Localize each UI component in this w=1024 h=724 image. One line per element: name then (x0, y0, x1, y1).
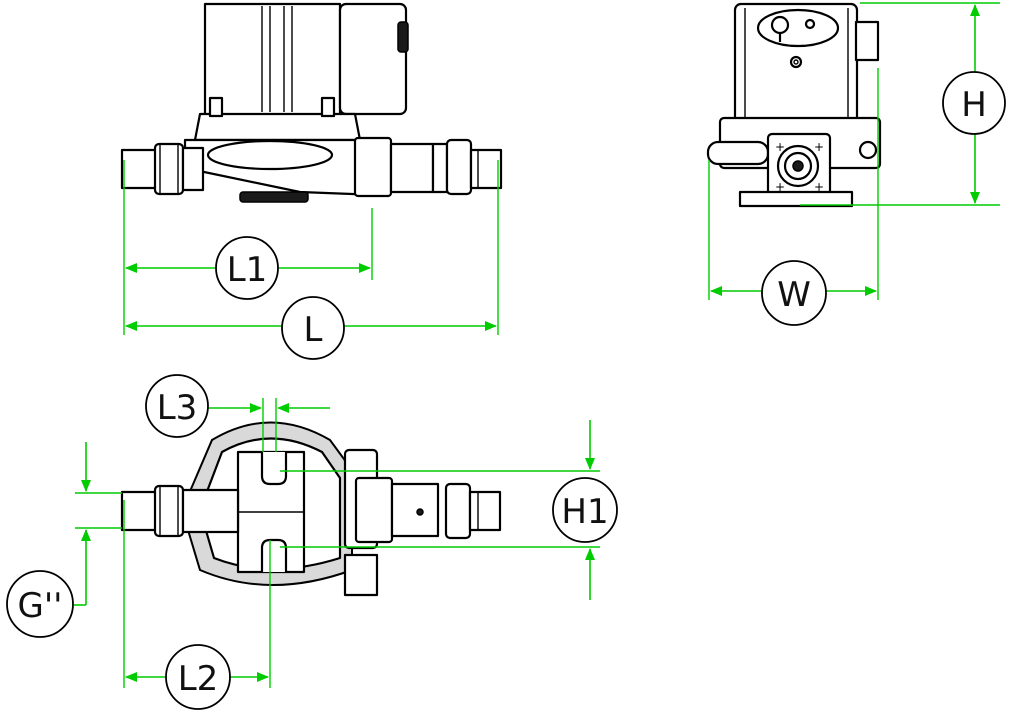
svg-text:H1: H1 (561, 492, 608, 532)
motor-flange (193, 112, 362, 142)
side-dimensions (708, 2, 1000, 300)
outlet-nut (445, 138, 473, 196)
top-valve-body (354, 476, 394, 544)
dim-label-h: H (942, 71, 1006, 135)
svg-text:L2: L2 (178, 659, 219, 699)
svg-text:W: W (777, 275, 811, 315)
svg-text:+: + (814, 180, 824, 194)
valve-body (353, 136, 393, 198)
valve-union (389, 142, 435, 194)
top-dimensions (74, 398, 600, 688)
svg-text:G'': G'' (17, 586, 62, 626)
top-view (120, 421, 502, 597)
svg-text:+: + (775, 140, 785, 154)
pump-foot (239, 191, 309, 203)
dim-label-l1: L1 (215, 236, 279, 300)
side-base (738, 190, 854, 208)
terminal-box (338, 2, 408, 116)
svg-text:L3: L3 (157, 388, 198, 428)
top-outlet-nut (444, 482, 472, 540)
svg-text:L1: L1 (227, 250, 268, 290)
top-inlet-nut (153, 484, 185, 538)
dim-label-g: G'' (6, 570, 74, 638)
outlet-pipe (469, 148, 503, 190)
front-dimensions (123, 160, 499, 335)
motor-housing (203, 2, 342, 118)
top-outlet-pipe (468, 490, 502, 532)
dim-label-l2: L2 (165, 644, 231, 710)
dim-label-w: W (761, 260, 827, 326)
top-inlet-pipe (120, 490, 162, 532)
front-view (120, 2, 503, 203)
dim-label-h1: H1 (552, 477, 618, 543)
terminal-cover (756, 8, 840, 48)
svg-text:+: + (814, 140, 824, 154)
dim-label-l: L (281, 296, 345, 360)
svg-text:L: L (304, 310, 323, 350)
side-view: + + + + (706, 2, 882, 208)
inlet-nut (153, 142, 185, 196)
svg-text:H: H (961, 85, 987, 125)
svg-text:+: + (775, 180, 785, 194)
dim-label-l3: L3 (145, 374, 209, 438)
top-valve-union (390, 482, 440, 538)
